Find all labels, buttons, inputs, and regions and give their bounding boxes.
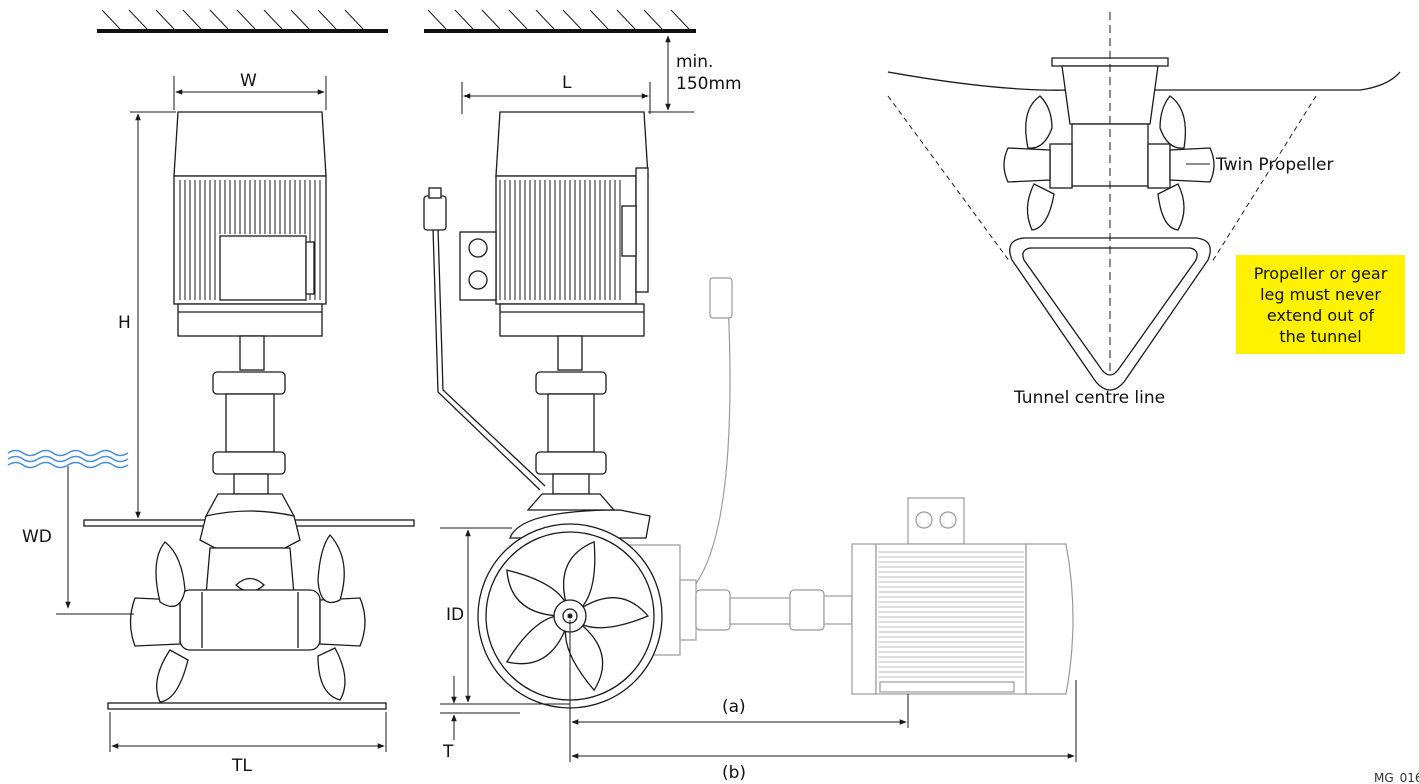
ceiling-middle	[424, 9, 696, 33]
dimension-min-clearance	[648, 35, 694, 113]
label-min: min.	[676, 52, 713, 72]
water-surface-icon	[7, 449, 129, 469]
label-tl: TL	[231, 756, 252, 776]
horizontal-installation-ghost	[619, 277, 1074, 695]
dimension-tl	[109, 712, 387, 752]
dimension-w	[173, 76, 327, 110]
side-view-thruster	[423, 111, 663, 709]
drawing-code: MG_0163	[1374, 771, 1419, 784]
dimension-b	[571, 680, 1077, 762]
propeller-blade	[506, 569, 566, 617]
dimension-t	[440, 676, 520, 740]
propeller-blade	[505, 615, 566, 665]
tunnel-view	[887, 12, 1401, 391]
label-tunnel-centre-line: Tunnel centre line	[1013, 388, 1165, 408]
label-w: W	[240, 71, 257, 91]
dimension-wd	[56, 466, 134, 615]
label-l: L	[562, 73, 572, 93]
label-h: H	[118, 313, 131, 333]
dimension-id	[440, 527, 570, 705]
propeller-blade	[564, 625, 604, 692]
label-b: (b)	[722, 763, 746, 783]
dimension-l	[461, 82, 651, 114]
propeller-blade	[582, 597, 650, 629]
front-view-thruster	[83, 111, 415, 710]
warning-note-text: Propeller or gear leg must never extend …	[1253, 263, 1388, 346]
dimension-a	[569, 620, 909, 762]
label-a: (a)	[722, 697, 746, 717]
ceiling-left	[97, 9, 388, 33]
label-t: T	[442, 742, 454, 762]
propeller-blade	[562, 540, 596, 607]
warning-note: Propeller or gear leg must never extend …	[1236, 255, 1405, 354]
label-wd: WD	[22, 527, 52, 547]
label-id: ID	[446, 605, 464, 625]
dimension-h	[130, 111, 200, 521]
label-150mm: 150mm	[676, 74, 742, 94]
label-twin-propeller: Twin Propeller	[1215, 155, 1334, 175]
